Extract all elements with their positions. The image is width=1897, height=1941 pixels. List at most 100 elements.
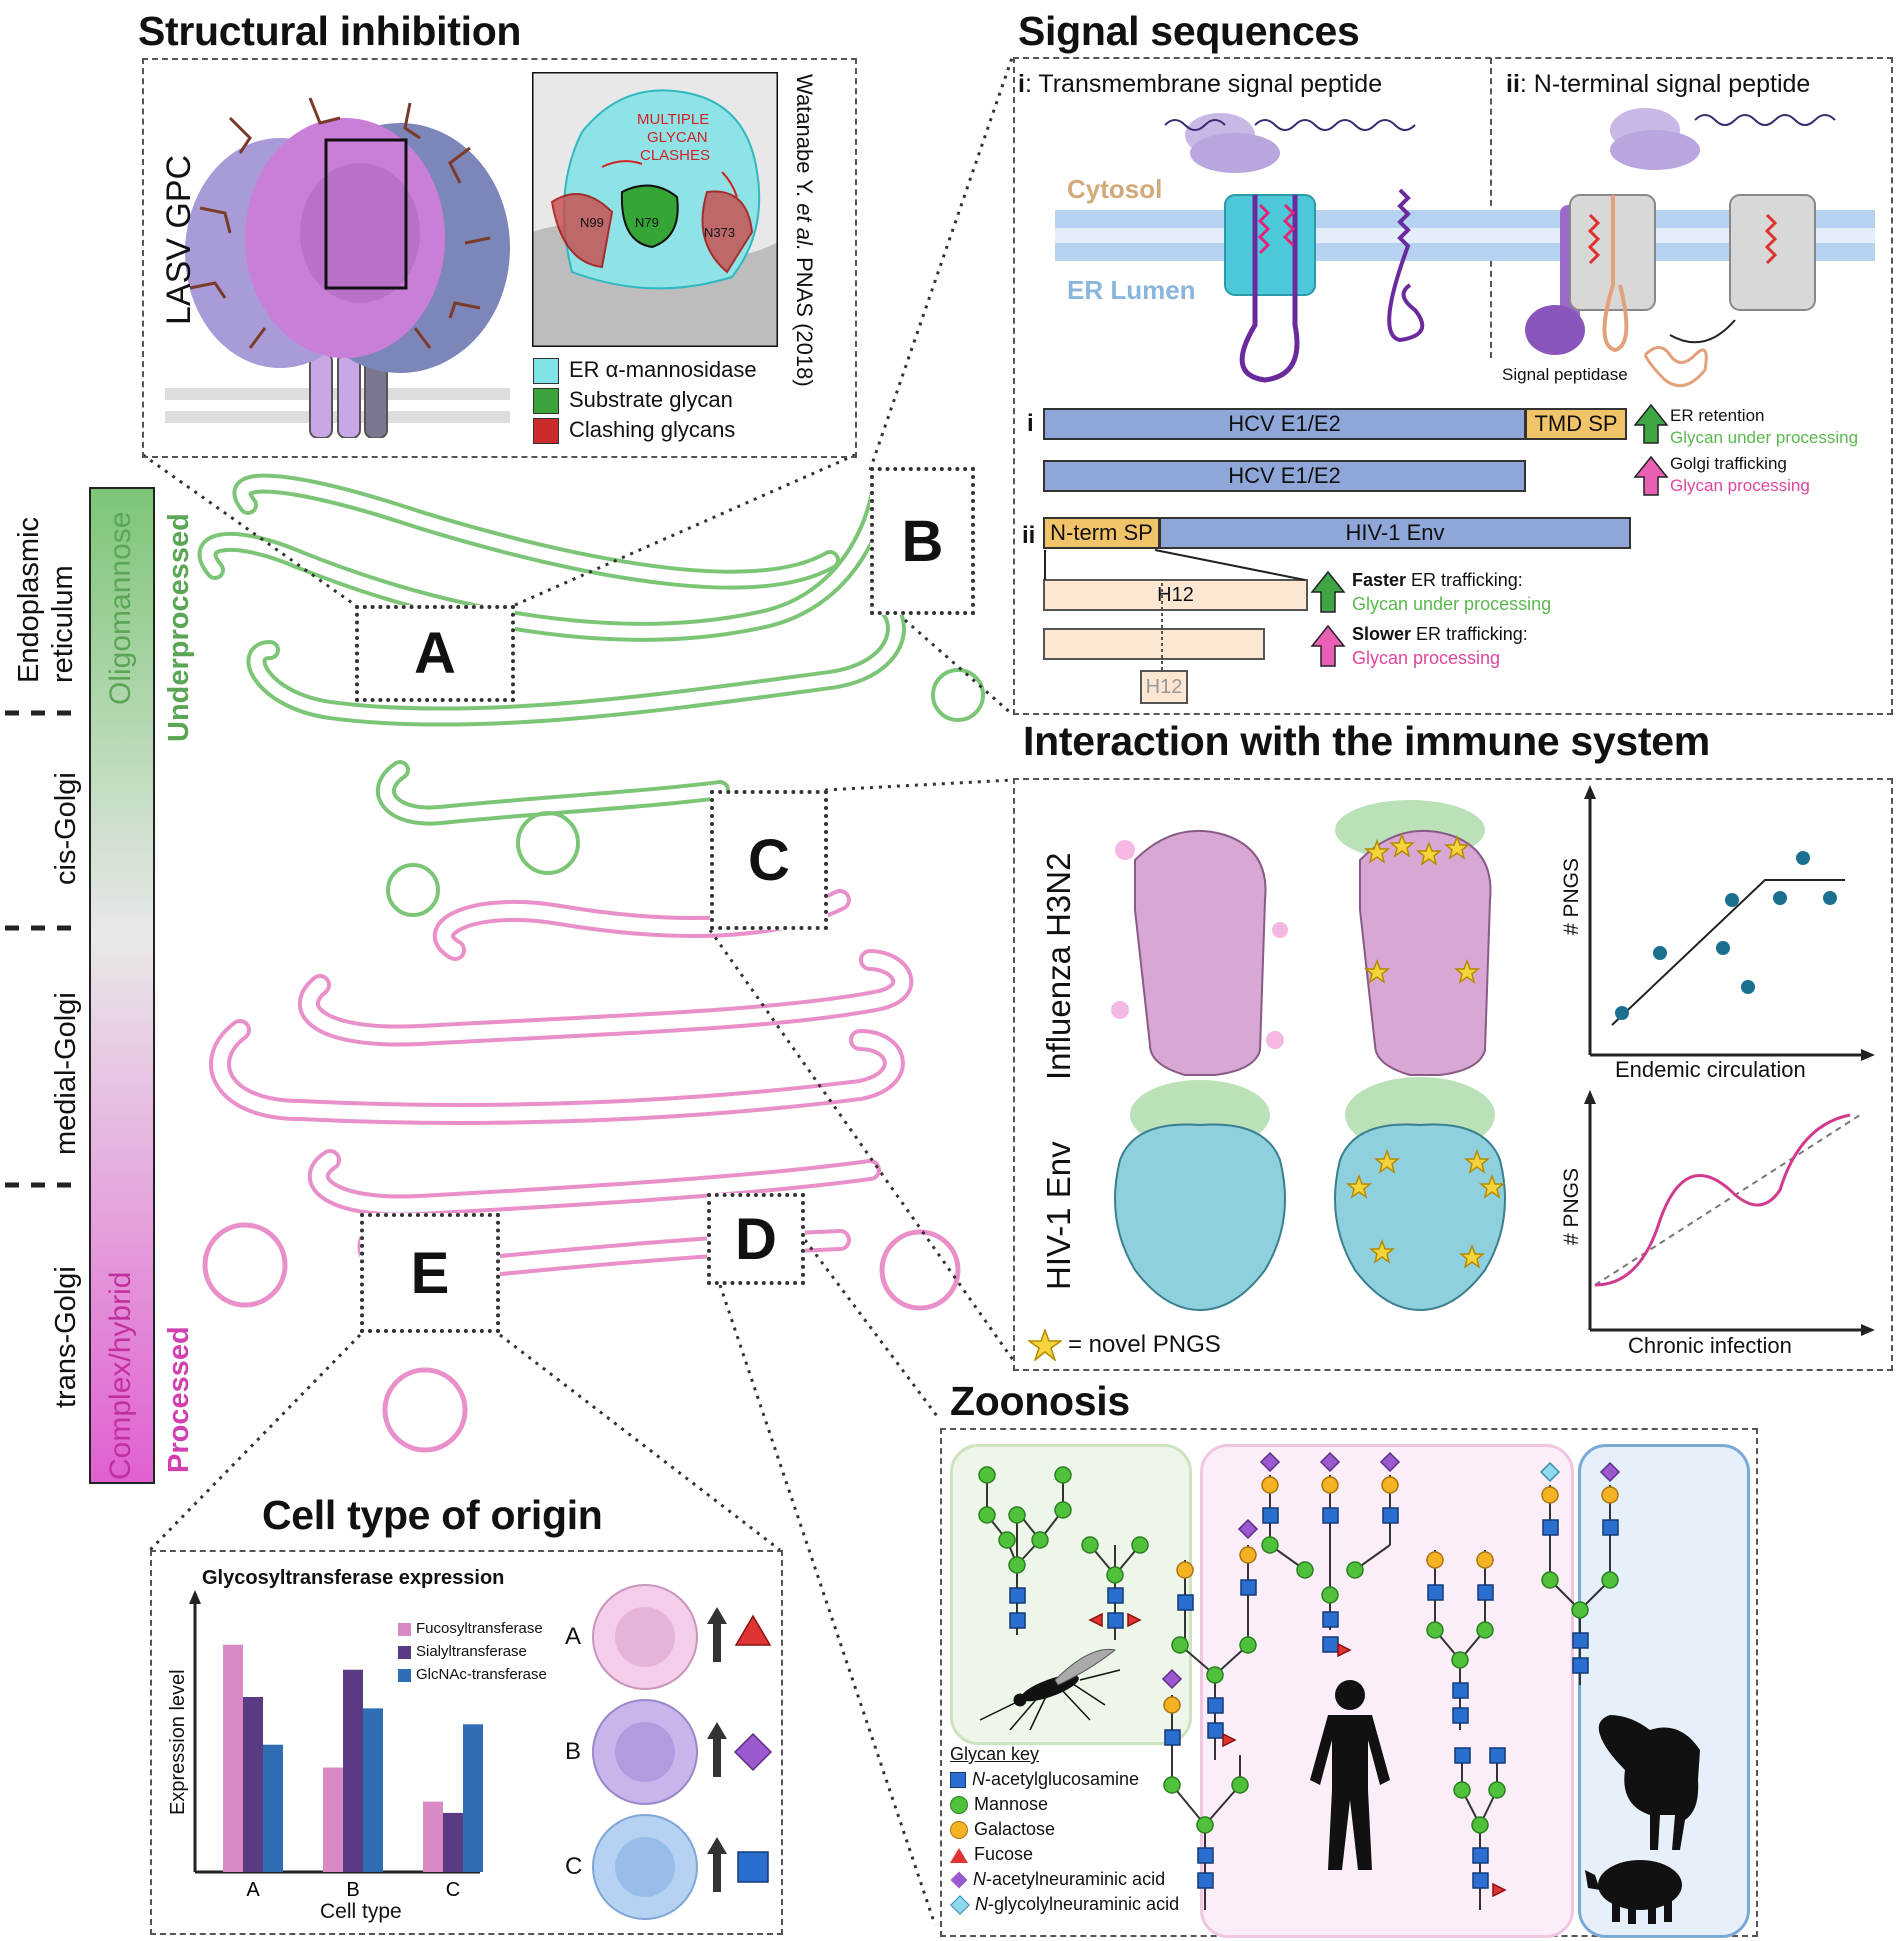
legend-substrate-glycan: Substrate glycan bbox=[533, 385, 757, 415]
signal-panel-divider bbox=[1490, 58, 1492, 358]
compartment-label-trans-golgi: trans-Golgi bbox=[50, 1266, 82, 1408]
h12-connectors bbox=[1044, 549, 1306, 670]
glycan-under-processing-1: Glycan under processing bbox=[1670, 428, 1859, 447]
mosquito-icon bbox=[979, 1648, 1121, 1731]
chart-ylabel: Expression level bbox=[167, 1669, 189, 1815]
bar-C-fucosyltransferase bbox=[423, 1801, 443, 1872]
h12-label-box: H12 bbox=[1140, 670, 1188, 704]
citation: Watanabe Y. et al. PNAS (2018) bbox=[792, 74, 817, 387]
processing-gradient-bar bbox=[89, 487, 155, 1484]
box-c[interactable]: C bbox=[710, 790, 828, 930]
bar-B-sialyltransferase bbox=[343, 1669, 363, 1872]
zoonosis-mosquito-box bbox=[950, 1444, 1192, 1745]
key-neu5gc: N-glycolylneuraminic acid bbox=[950, 1892, 1179, 1917]
box-e[interactable]: E bbox=[360, 1213, 500, 1333]
hiv1-env-label: HIV-1 Env bbox=[1040, 1141, 1077, 1290]
influenza-evolved bbox=[1335, 800, 1492, 1076]
golgi-trafficking-label: Golgi trafficking bbox=[1670, 454, 1787, 473]
glycan-key: Glycan key N-acetylglucosamine Mannose G… bbox=[950, 1742, 1179, 1917]
row-i-label: i bbox=[1027, 410, 1034, 437]
immune-title: Interaction with the immune system bbox=[1023, 718, 1710, 764]
influenza-h3n2-label: Influenza H3N2 bbox=[1040, 852, 1077, 1080]
nterm-sp-bar: N-term SP bbox=[1043, 517, 1160, 549]
membrane-translocation-diagram bbox=[1055, 108, 1875, 388]
legend-sialyltransferase: Sialyltransferase bbox=[398, 1640, 547, 1663]
bar-B-glcnac-transferase bbox=[363, 1708, 383, 1872]
lasv-gpc-structure bbox=[165, 97, 510, 438]
cytosol-label: Cytosol bbox=[1067, 174, 1163, 204]
cell-type-title: Cell type of origin bbox=[262, 1492, 603, 1538]
site-n79: N79 bbox=[635, 215, 659, 230]
human-icon bbox=[1310, 1680, 1390, 1870]
panel-i-title: i: Transmembrane signal peptide bbox=[1018, 70, 1383, 98]
row-ii-label: ii bbox=[1022, 522, 1036, 549]
immune-panel bbox=[1013, 778, 1893, 1371]
glycan-processing-1: Glycan processing bbox=[1670, 476, 1810, 495]
compartment-label-cis-golgi: cis-Golgi bbox=[50, 772, 82, 885]
underprocessed-label: Underprocessed bbox=[163, 513, 195, 742]
tmd-sp-bar: TMD SP bbox=[1525, 408, 1627, 440]
site-n99: N99 bbox=[580, 215, 604, 230]
pngs-endemic-plot bbox=[1584, 785, 1875, 1061]
plot2-xlabel: Chronic infection bbox=[1628, 1333, 1792, 1358]
key-galactose: Galactose bbox=[950, 1817, 1179, 1842]
chart-legend: Fucosyltransferase Sialyltransferase Glc… bbox=[398, 1617, 547, 1686]
signal-title: Signal sequences bbox=[1018, 8, 1360, 54]
glycoprotein-structures bbox=[1111, 800, 1506, 1312]
signal-peptidase-label: Signal peptidase bbox=[1502, 365, 1628, 384]
legend-clashing-glycans: Clashing glycans bbox=[533, 415, 757, 445]
novel-pngs-star-legend bbox=[1028, 1329, 1062, 1361]
er-retention-label: ER retention bbox=[1670, 406, 1765, 425]
plot1-xlabel: Endemic circulation bbox=[1615, 1057, 1806, 1082]
key-mannose: Mannose bbox=[950, 1792, 1179, 1817]
chart-subtitle: Glycosyltransferase expression bbox=[202, 1567, 505, 1589]
plot1-ylabel: # PNGS bbox=[1560, 857, 1583, 935]
hiv-native bbox=[1114, 1080, 1286, 1312]
influenza-native bbox=[1111, 829, 1288, 1076]
hiv-evolved bbox=[1334, 1077, 1506, 1312]
processed-label: Processed bbox=[163, 1326, 195, 1473]
legend-er-mannosidase: ER α-mannosidase bbox=[533, 355, 757, 385]
novel-pngs-stars bbox=[1347, 834, 1504, 1268]
slower-label: Slower ER trafficking: bbox=[1352, 624, 1528, 644]
er-membranes bbox=[197, 473, 906, 826]
bar-C-glcnac-transferase bbox=[463, 1724, 483, 1872]
hiv-env-bar: HIV-1 Env bbox=[1159, 517, 1631, 549]
cell-label-b: B bbox=[565, 1738, 582, 1765]
chart-xlabel: Cell type bbox=[320, 1900, 402, 1923]
compartment-separators bbox=[5, 710, 80, 1188]
faster-arrow bbox=[1310, 570, 1346, 613]
glycan-processing-2: Glycan processing bbox=[1352, 648, 1501, 668]
er-retention-arrow bbox=[1633, 403, 1669, 444]
glycan-under-processing-2: Glycan under processing bbox=[1352, 594, 1552, 614]
x-tick-B: B bbox=[346, 1879, 359, 1901]
zoonosis-glycans bbox=[978, 1451, 1700, 1924]
key-neu5ac: N-acetylneuraminic acid bbox=[950, 1867, 1179, 1892]
structural-panel bbox=[142, 58, 857, 458]
h12-bar-2 bbox=[1043, 628, 1265, 660]
site-n373: N373 bbox=[704, 225, 735, 240]
plot2-ylabel: # PNGS bbox=[1560, 1167, 1583, 1245]
cell-icons bbox=[592, 1584, 773, 1920]
box-d[interactable]: D bbox=[707, 1193, 805, 1285]
hcv-e1e2-bar-2: HCV E1/E2 bbox=[1043, 460, 1526, 492]
novel-pngs-legend: = novel PNGS bbox=[1068, 1331, 1221, 1358]
box-b[interactable]: B bbox=[870, 467, 975, 615]
structural-legend: ER α-mannosidase Substrate glycan Clashi… bbox=[533, 355, 757, 445]
clash-text-1: MULTIPLE bbox=[637, 111, 709, 128]
bar-A-sialyltransferase bbox=[243, 1697, 263, 1872]
legend-fucosyltransferase: Fucosyltransferase bbox=[398, 1617, 547, 1640]
box-a[interactable]: A bbox=[355, 605, 515, 702]
er-lumen-label: ER Lumen bbox=[1067, 275, 1196, 305]
legend-glcnac-transferase: GlcNAc-transferase bbox=[398, 1663, 547, 1686]
zoom-connectors bbox=[142, 54, 1015, 1926]
gradient-label-oligomannose: Oligomannose bbox=[104, 511, 137, 705]
clash-text-3: CLASHES bbox=[640, 147, 710, 164]
cell-type-panel bbox=[150, 1550, 783, 1935]
bar-A-fucosyltransferase bbox=[223, 1644, 243, 1872]
bar-A-glcnac-transferase bbox=[263, 1744, 283, 1872]
h12-bar-1: H12 bbox=[1043, 579, 1308, 611]
cell-label-a: A bbox=[565, 1623, 582, 1650]
signal-panel bbox=[1013, 57, 1893, 715]
